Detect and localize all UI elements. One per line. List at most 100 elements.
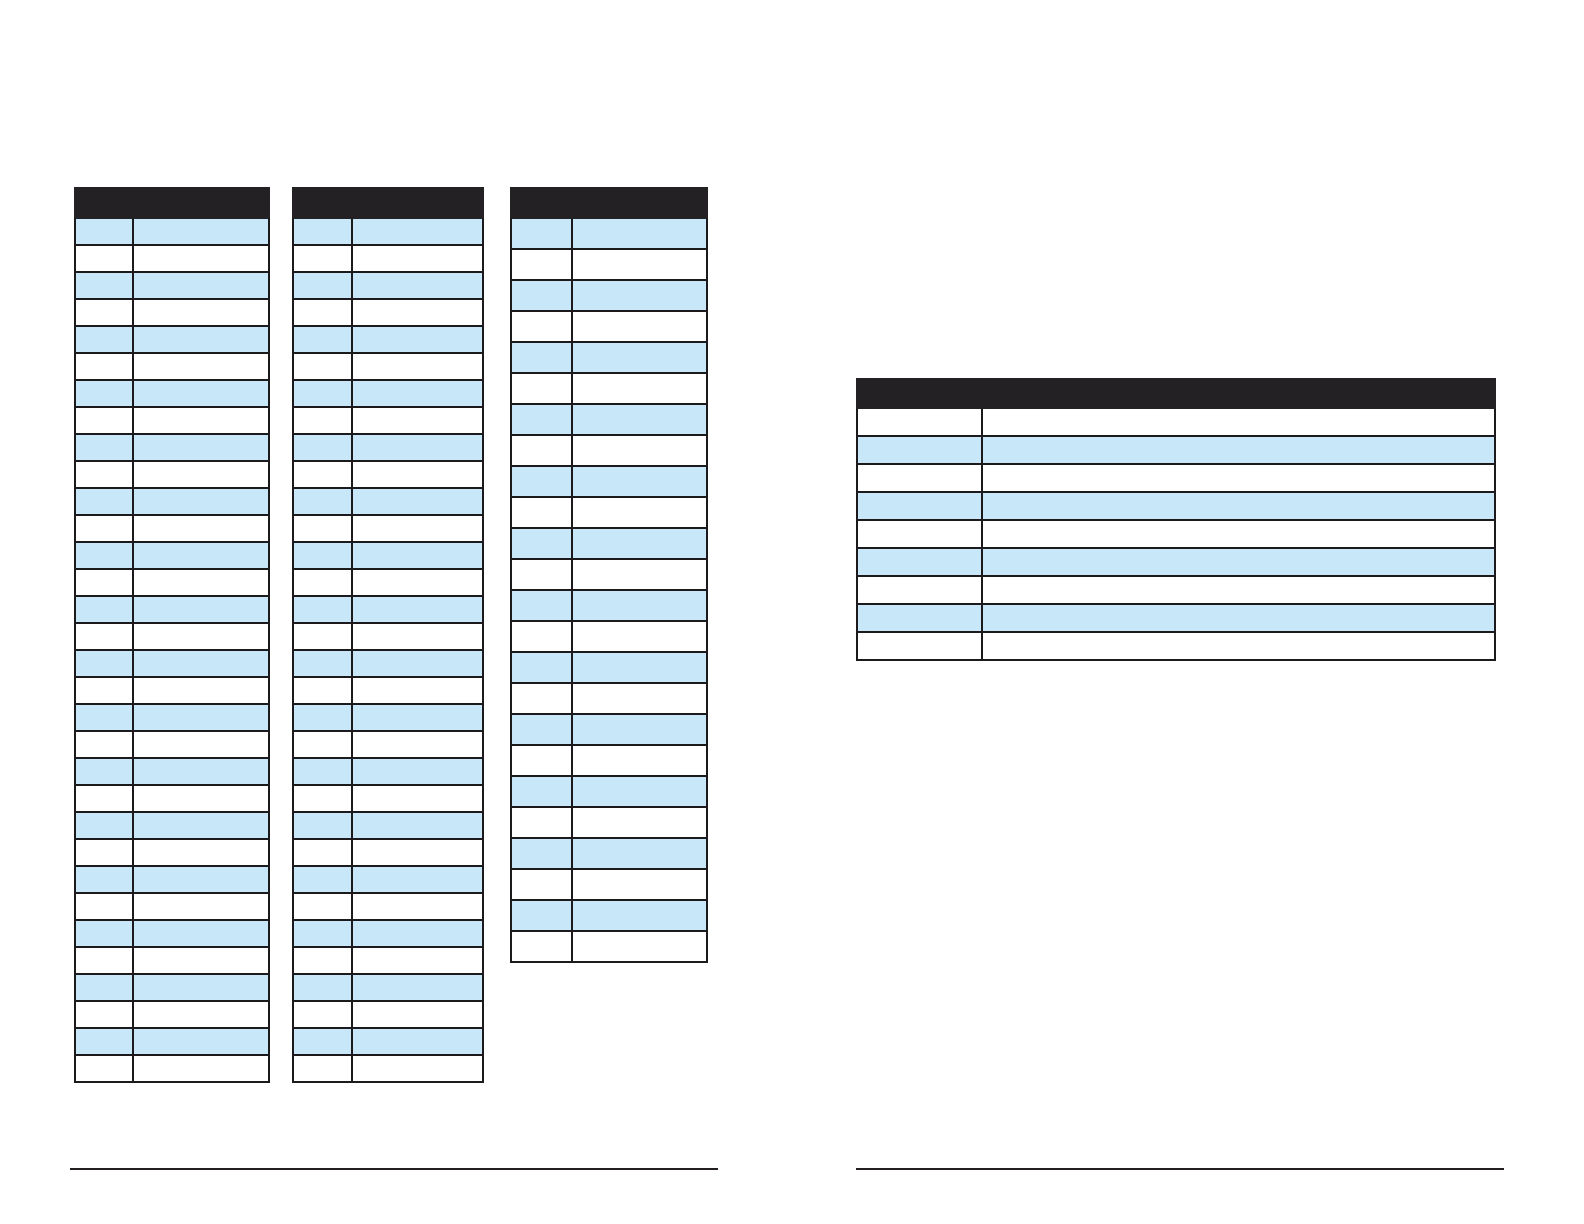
table-row [510, 527, 709, 560]
table-row [292, 865, 485, 894]
table-cell-key [510, 589, 573, 622]
table-cell-value [570, 217, 709, 250]
table-cell-key [74, 892, 134, 921]
table-cell-key [510, 434, 573, 467]
table-cell-key [510, 744, 573, 777]
table-row [74, 487, 271, 516]
table-row [292, 784, 485, 813]
table-cell-key [292, 838, 353, 867]
table-cell-key [292, 757, 353, 786]
table-cell-key [292, 973, 353, 1002]
table-row [74, 460, 271, 489]
table-cell-value [131, 892, 271, 921]
column-header-key [510, 187, 573, 219]
table-cell-value [131, 838, 271, 867]
table-cell-value [981, 435, 1496, 465]
table-row [292, 892, 485, 921]
table-row [510, 310, 709, 343]
table-cell-key [74, 1054, 134, 1083]
table-cell-key [74, 622, 134, 651]
table-row [510, 651, 709, 684]
table-cell-value [350, 352, 485, 381]
table-header-row [292, 187, 485, 219]
table-cell-key [855, 407, 984, 437]
table-cell-value [570, 713, 709, 746]
table-header-row [510, 187, 709, 219]
table-row [74, 433, 271, 462]
table-row [510, 620, 709, 653]
table-row [74, 595, 271, 624]
table-cell-key [292, 433, 353, 462]
table-row [510, 372, 709, 405]
table-row [292, 1054, 485, 1083]
table-cell-value [350, 757, 485, 786]
table-cell-key [74, 973, 134, 1002]
table-cell-value [131, 676, 271, 705]
table-cell-key [292, 352, 353, 381]
table-row [292, 298, 485, 327]
table-row [855, 603, 1496, 633]
table-row [74, 676, 271, 705]
table-cell-key [74, 676, 134, 705]
table-row [855, 575, 1496, 605]
table-cell-key [292, 946, 353, 975]
table-row [292, 1027, 485, 1056]
table-cell-value [350, 703, 485, 732]
table-cell-value [981, 631, 1496, 661]
table-cell-value [131, 730, 271, 759]
column-header-key [292, 187, 353, 219]
table-cell-key [292, 379, 353, 408]
left-column-table-2 [292, 187, 485, 1083]
table-cell-value [981, 575, 1496, 605]
table-cell-key [74, 757, 134, 786]
footer-rule-left [70, 1168, 718, 1170]
table-cell-value [131, 919, 271, 948]
table-cell-key [292, 784, 353, 813]
table-row [74, 1027, 271, 1056]
table-row [74, 865, 271, 894]
table-row [74, 973, 271, 1002]
table-cell-value [350, 730, 485, 759]
table-cell-value [350, 379, 485, 408]
table-cell-key [510, 279, 573, 312]
table-header [292, 187, 485, 219]
table-cell-key [74, 919, 134, 948]
table-cell-key [510, 310, 573, 343]
table-cell-value [570, 527, 709, 560]
table-cell-value [350, 973, 485, 1002]
table-row [510, 248, 709, 281]
table-row [74, 784, 271, 813]
table-row [74, 703, 271, 732]
column-header-key [855, 378, 984, 409]
left-column-table-1 [74, 187, 271, 1083]
table-cell-key [292, 622, 353, 651]
table-cell-key [510, 527, 573, 560]
table-cell-value [350, 514, 485, 543]
table-cell-value [131, 622, 271, 651]
table-row [510, 589, 709, 622]
column-header-value [981, 378, 1496, 409]
table-cell-key [292, 541, 353, 570]
table-cell-value [981, 603, 1496, 633]
table-cell-value [131, 1054, 271, 1083]
table-row [74, 541, 271, 570]
table-cell-key [855, 519, 984, 549]
table-row [292, 487, 485, 516]
table-cell-value [570, 651, 709, 684]
table-cell-key [292, 649, 353, 678]
table-row [292, 352, 485, 381]
table-cell-value [350, 298, 485, 327]
table-cell-value [131, 217, 271, 246]
table-row [510, 744, 709, 777]
table-cell-key [510, 217, 573, 250]
table-cell-value [570, 868, 709, 901]
table-cell-value [350, 865, 485, 894]
table-cell-value [350, 622, 485, 651]
table-cell-value [350, 487, 485, 516]
table-cell-key [74, 433, 134, 462]
table-cell-key [510, 496, 573, 529]
table-cell-key [74, 649, 134, 678]
table-cell-value [350, 568, 485, 597]
table-cell-value [131, 460, 271, 489]
table-cell-key [292, 487, 353, 516]
